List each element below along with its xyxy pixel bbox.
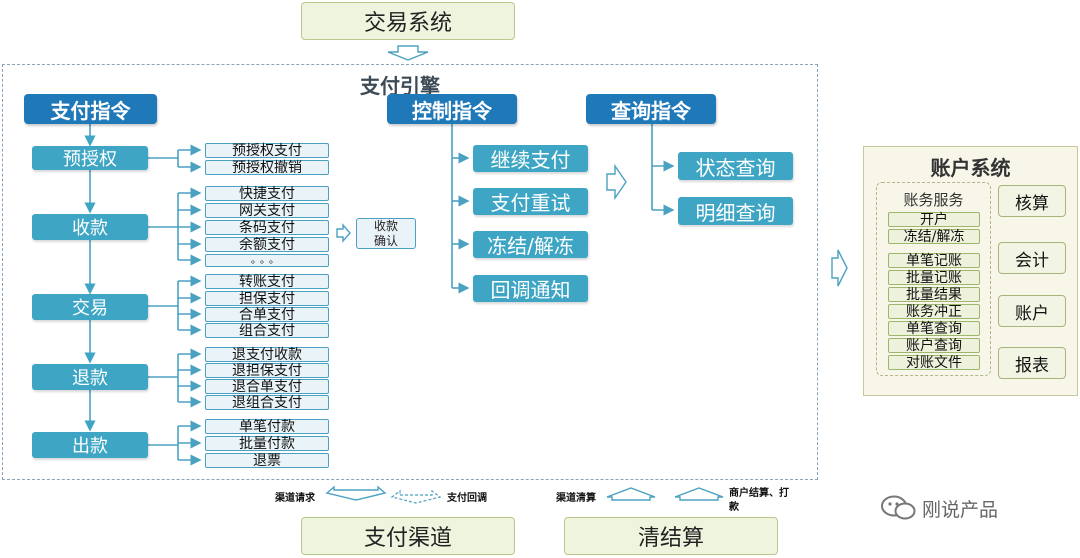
list-item: 快捷支付 xyxy=(205,186,329,201)
list-item: 批量付款 xyxy=(205,436,329,451)
group-collect: 收款 xyxy=(32,214,148,240)
trade-system-box: 交易系统 xyxy=(301,2,515,40)
control-instruction-header: 控制指令 xyxy=(387,94,517,124)
ledger-box: 会计 xyxy=(998,242,1066,274)
group-trade: 交易 xyxy=(32,294,148,320)
pay-channel-label: 支付渠道 xyxy=(363,526,452,551)
legend-pay-callback: 支付回调 xyxy=(447,493,487,504)
legend-channel-request: 渠道请求 xyxy=(275,493,315,504)
list-item: 余额支付 xyxy=(205,237,329,252)
accounting-box: 核算 xyxy=(998,185,1066,217)
account-system-title: 账户系统 xyxy=(930,156,1011,180)
service-item: 批量结果 xyxy=(888,287,980,302)
list-item: 担保支付 xyxy=(205,291,329,306)
service-item: 账户查询 xyxy=(888,338,980,353)
account-service-group xyxy=(876,182,991,376)
service-item: 单笔记账 xyxy=(888,253,980,268)
wechat-icon xyxy=(881,495,916,520)
control-item-callback: 回调通知 xyxy=(473,275,588,302)
list-item: 条码支付 xyxy=(205,220,329,235)
list-item: 退组合支付 xyxy=(205,395,329,410)
list-item: 网关支付 xyxy=(205,203,329,218)
group-refund: 退款 xyxy=(32,364,148,390)
control-item-freeze: 冻结/解冻 xyxy=(473,231,588,258)
collect-confirm-line1: 收款 xyxy=(373,218,398,233)
report-box: 报表 xyxy=(998,347,1066,379)
list-item: 合单支付 xyxy=(205,307,329,322)
query-instruction-header: 查询指令 xyxy=(586,94,716,124)
pay-instruction-header: 支付指令 xyxy=(24,94,157,124)
query-item-status: 状态查询 xyxy=(678,152,793,180)
clearing-box: 清结算 xyxy=(564,517,778,555)
pay-channel-box: 支付渠道 xyxy=(301,517,515,555)
service-item: 对账文件 xyxy=(888,355,980,370)
collect-confirm-box: 收款 确认 xyxy=(356,218,416,249)
list-item: 退支付收款 xyxy=(205,347,329,362)
clearing-label: 清结算 xyxy=(637,526,704,551)
legend-merchant-settle: 商户结算、打款 xyxy=(729,488,789,513)
control-item-continue: 继续支付 xyxy=(473,145,588,172)
watermark-text: 刚说产品 xyxy=(922,498,999,521)
query-item-detail: 明细查询 xyxy=(678,197,793,225)
payment-engine-container xyxy=(2,64,818,480)
list-item: 预授权撤销 xyxy=(205,160,329,175)
list-item: 预授权支付 xyxy=(205,143,329,158)
list-item: 退担保支付 xyxy=(205,363,329,378)
service-item: 批量记账 xyxy=(888,270,980,285)
trade-system-label: 交易系统 xyxy=(363,11,452,36)
list-item: 组合支付 xyxy=(205,323,329,338)
account-service-title: 账务服务 xyxy=(903,191,964,209)
group-payout: 出款 xyxy=(32,432,148,458)
collect-confirm-line2: 确认 xyxy=(373,233,398,248)
legend-channel-settle: 渠道清算 xyxy=(556,493,596,504)
service-item: 冻结/解冻 xyxy=(888,229,980,244)
account-box: 账户 xyxy=(998,295,1066,327)
list-item: 单笔付款 xyxy=(205,419,329,434)
service-item: 账务冲正 xyxy=(888,304,980,319)
watermark: 刚说产品 xyxy=(880,494,998,522)
list-item: 退合单支付 xyxy=(205,379,329,394)
group-preauth: 预授权 xyxy=(32,146,148,170)
service-item: 单笔查询 xyxy=(888,321,980,336)
list-item: 退票 xyxy=(205,453,329,468)
list-item-ellipsis: 。。。 xyxy=(205,254,329,267)
list-item: 转账支付 xyxy=(205,274,329,289)
service-item: 开户 xyxy=(888,212,980,227)
control-item-retry: 支付重试 xyxy=(473,188,588,215)
